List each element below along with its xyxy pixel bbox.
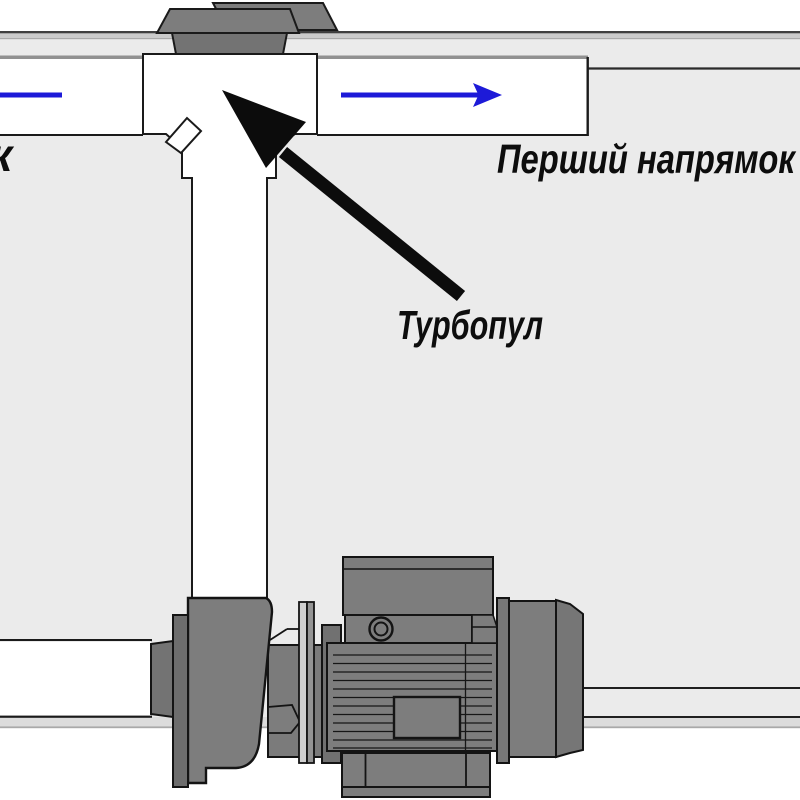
pump-volute <box>186 596 274 785</box>
pump-assembly <box>150 556 584 798</box>
right-bore-top-edge <box>317 55 588 59</box>
flow-arrow-right-shaft-icon <box>341 92 485 98</box>
pump-inlet-reducer <box>150 639 174 719</box>
motor-cooling-fins <box>333 643 492 751</box>
divider-fill <box>0 33 800 38</box>
first-direction-label: Перший напрямок <box>497 136 797 182</box>
bottom-left-pipe <box>0 639 152 718</box>
right-bore-bottom-edge <box>317 134 588 136</box>
flow-arrow-right-head-icon <box>473 83 502 107</box>
suction-pipe-top-edge <box>0 639 152 642</box>
suction-pipe-bore <box>0 641 151 716</box>
fan-cover-body <box>508 600 557 758</box>
pump-inlet-flange <box>172 614 189 788</box>
annotation-arrow-head <box>222 90 306 168</box>
pump-backplate-disc-light <box>298 601 308 764</box>
tee-drain-nub <box>164 116 203 155</box>
pump-bracket-rib-diagonal <box>269 628 288 641</box>
second-direction-label-partial: к <box>0 129 15 181</box>
fan-cover-end-cap <box>555 598 584 759</box>
fan-cover-ring <box>496 597 510 764</box>
motor-upper-band <box>344 614 473 644</box>
motor-terminal-box <box>342 556 494 616</box>
top-divider-band <box>0 31 800 40</box>
right-bore-end-edge <box>586 57 589 136</box>
left-bore-bottom-edge <box>0 134 143 136</box>
suction-pipe-bottom-edge <box>0 715 152 718</box>
annotation-arrow-icon <box>222 90 466 302</box>
pump-shaft-housing <box>267 644 326 758</box>
motor-nameplate <box>392 695 462 740</box>
pump-backplate-disc-dark <box>306 601 315 764</box>
flow-arrows <box>0 83 502 107</box>
motor-frame-corner <box>471 614 498 644</box>
divider-bottom-line <box>0 38 800 40</box>
valve-collar <box>170 32 289 55</box>
turbopool-label: Турбопул <box>397 302 543 348</box>
annotation-arrow-shaft <box>278 146 466 302</box>
pump-bracket-foot <box>267 704 302 734</box>
cable-gland-inner-icon <box>373 621 389 637</box>
left-bore-top-edge <box>0 55 143 59</box>
motor-base-plate <box>341 786 491 798</box>
flow-arrow-left-tail-icon <box>0 92 62 98</box>
cable-gland-outer-icon <box>368 616 394 642</box>
divider-top-line <box>0 31 800 34</box>
valve-handle-front-wing <box>155 8 301 34</box>
motor-feet-block <box>341 752 491 788</box>
